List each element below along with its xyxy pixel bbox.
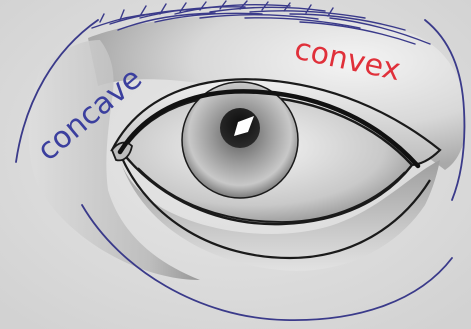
- eye-illustration: concave convex: [0, 0, 471, 329]
- eye-diagram: concave convex: [0, 0, 471, 329]
